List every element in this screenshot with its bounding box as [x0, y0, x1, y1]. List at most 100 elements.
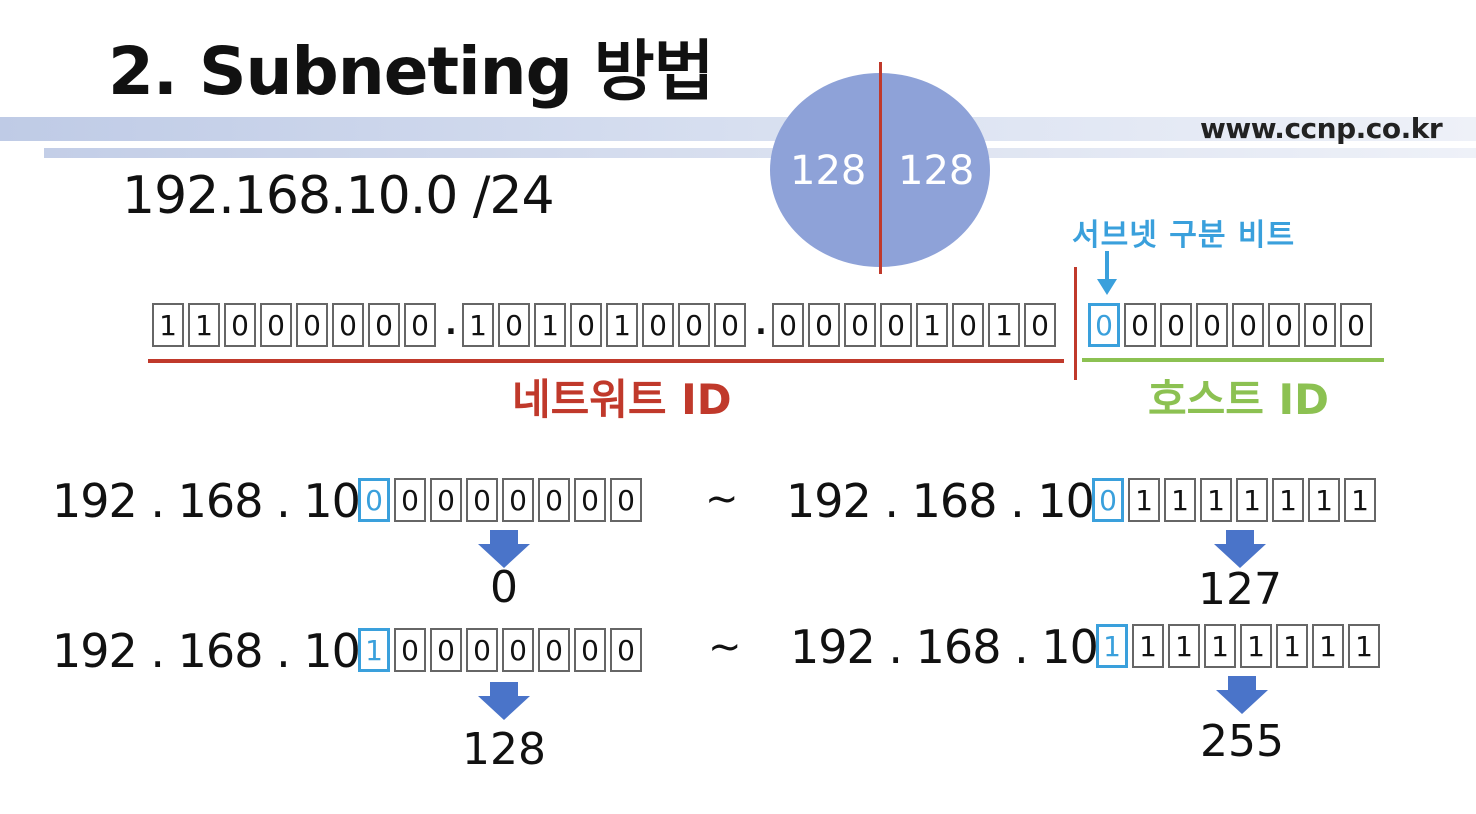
network-address: 192.168.10.0 /24 [122, 166, 555, 226]
bit-box: 1 [152, 303, 184, 347]
bit-box: 0 [224, 303, 256, 347]
bit-box: 0 [678, 303, 710, 347]
range-1-end-prefix: 192 . 168 . 10 . [786, 474, 1122, 528]
bit-box: 0 [570, 303, 602, 347]
header-band-thin [44, 148, 1476, 158]
header-band [0, 117, 1476, 141]
bit-box: 0 [1124, 303, 1156, 347]
bit-box: 1 [1132, 624, 1164, 668]
bit-box: 1 [988, 303, 1020, 347]
network-id-underline [148, 359, 1064, 363]
bit-box: 1 [1272, 478, 1304, 522]
bit-box: 0 [368, 303, 400, 347]
bit-box: 0 [296, 303, 328, 347]
bit-box: 0 [538, 478, 570, 522]
subnet-bit-box: 1 [358, 628, 390, 672]
bit-box: 1 [916, 303, 948, 347]
bit-box: 1 [534, 303, 566, 347]
subnet-bit-arrow-icon [1097, 279, 1117, 295]
range-1-start-value: 0 [490, 562, 518, 613]
range-2-end-arrow-icon [1216, 676, 1268, 714]
bit-box: 1 [1204, 624, 1236, 668]
bit-box: 0 [844, 303, 876, 347]
range-2-end-value: 255 [1200, 716, 1284, 767]
bit-box: 0 [574, 628, 606, 672]
host-id-underline [1082, 358, 1384, 362]
range-1-tilde: ~ [705, 476, 739, 522]
range-2-end-prefix: 192 . 168 . 10 . [790, 620, 1126, 674]
bit-box: 1 [1240, 624, 1272, 668]
subnet-bit-box: 0 [1092, 478, 1124, 522]
bit-box: 0 [1232, 303, 1264, 347]
subnet-bit-box: 1 [1096, 624, 1128, 668]
bit-box: 1 [1168, 624, 1200, 668]
range-1-end-arrow-icon [1214, 530, 1266, 568]
circle-left-value: 128 [790, 148, 867, 194]
bit-box: 1 [1276, 624, 1308, 668]
bit-box: 0 [1340, 303, 1372, 347]
bit-box: 1 [188, 303, 220, 347]
octet-separator: . [755, 307, 767, 342]
bit-box: 0 [610, 628, 642, 672]
bit-box: 1 [1348, 624, 1380, 668]
bit-box: 0 [714, 303, 746, 347]
bit-box: 0 [502, 628, 534, 672]
range-1-start-prefix: 192 . 168 . 10 . [52, 474, 388, 528]
subnet-bit-box: 0 [358, 478, 390, 522]
range-1-end-value: 127 [1198, 564, 1282, 615]
bit-box: 0 [502, 478, 534, 522]
bit-box: 0 [498, 303, 530, 347]
website-url: www.ccnp.co.kr [1200, 112, 1443, 145]
bit-box: 0 [1160, 303, 1192, 347]
subnet-bit-label: 서브넷 구분 비트 [1072, 218, 1296, 253]
bit-box: 1 [606, 303, 638, 347]
bit-box: 0 [430, 478, 462, 522]
subnet-bit-arrow-stem [1105, 251, 1109, 281]
bit-box: 0 [394, 628, 426, 672]
bit-box: 0 [772, 303, 804, 347]
bit-box: 0 [260, 303, 292, 347]
bit-box: 0 [466, 478, 498, 522]
bit-box: 0 [538, 628, 570, 672]
subnet-bit-box: 0 [1088, 303, 1120, 347]
bit-box: 0 [1196, 303, 1228, 347]
bit-box: 0 [1024, 303, 1056, 347]
bit-box: 0 [642, 303, 674, 347]
range-2-start-value: 128 [462, 724, 546, 775]
bit-box: 0 [404, 303, 436, 347]
host-id-label: 호스트 ID [1148, 375, 1330, 424]
range-2-start-arrow-icon [478, 682, 530, 720]
bit-box: 1 [1344, 478, 1376, 522]
bit-box: 1 [1308, 478, 1340, 522]
bit-box: 1 [1128, 478, 1160, 522]
bit-box: 0 [332, 303, 364, 347]
bit-box: 0 [394, 478, 426, 522]
bit-box: 1 [1200, 478, 1232, 522]
octet-separator: . [445, 307, 457, 342]
slide-title: 2. Subneting 방법 [108, 33, 714, 110]
network-host-divider [1074, 267, 1077, 380]
bit-box: 0 [1304, 303, 1336, 347]
circle-right-value: 128 [898, 148, 975, 194]
bit-box: 1 [1236, 478, 1268, 522]
bit-box: 1 [1164, 478, 1196, 522]
bit-box: 0 [466, 628, 498, 672]
bit-box: 1 [1312, 624, 1344, 668]
range-1-start-arrow-icon [478, 530, 530, 568]
bit-box: 0 [1268, 303, 1300, 347]
bit-box: 0 [880, 303, 912, 347]
bit-box: 0 [574, 478, 606, 522]
bit-box: 0 [952, 303, 984, 347]
circle-divider-line [879, 62, 882, 274]
bit-box: 0 [610, 478, 642, 522]
range-2-start-prefix: 192 . 168 . 10 . [52, 624, 388, 678]
network-id-label: 네트워트 ID [512, 375, 732, 424]
